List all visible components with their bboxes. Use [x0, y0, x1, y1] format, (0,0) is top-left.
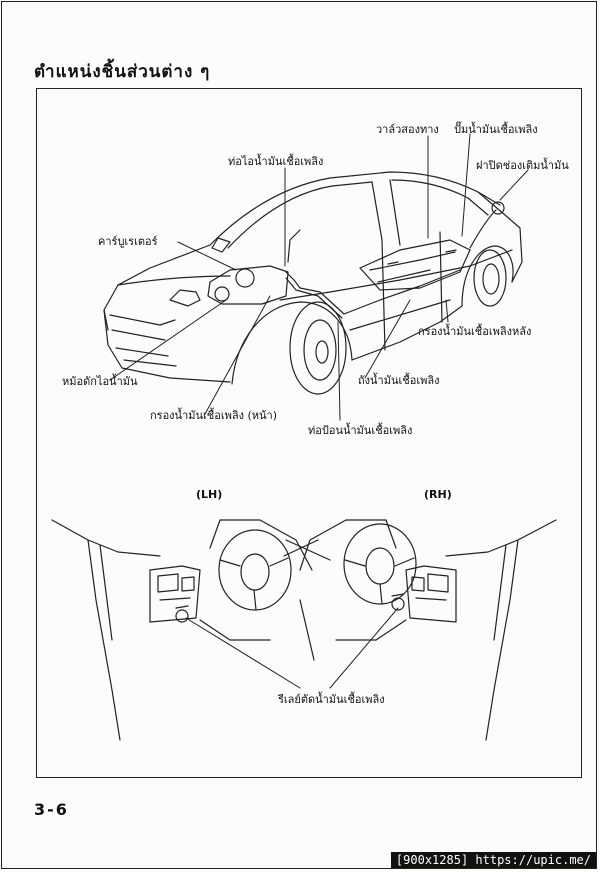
label-fuel-filler-cap: ฝาปิดช่องเติมน้ำมัน [476, 159, 569, 172]
dash-leader-lines [185, 607, 399, 689]
label-fuel-pump: ปั๊มน้ำมันเชื้อเพลิง [454, 123, 538, 136]
label-two-way-valve: วาล์วสองทาง [376, 123, 439, 136]
car-leader-lines [109, 133, 529, 421]
lh-dashboard-drawing [51, 519, 331, 741]
label-rear-fuel-filter: กรองน้ำมันเชื้อเพลิงหลัง [418, 325, 532, 338]
diagram-frame [36, 88, 582, 778]
page-number: 3-6 [34, 800, 69, 819]
label-fuel-tank: ถังน้ำมันเชื้อเพลิง [358, 374, 440, 387]
label-charcoal-canister: หม้อดักไอน้ำมัน [62, 375, 138, 388]
label-fuel-cut-relay: รีเลย์ตัดน้ำมันเชื้อเพลิง [278, 693, 385, 706]
page-title: ตำแหน่งชิ้นส่วนต่าง ๆ [34, 62, 211, 82]
label-front-fuel-filter: กรองน้ำมันเชื้อเพลิง (หน้า) [150, 409, 277, 422]
rh-dashboard-drawing [283, 519, 557, 741]
car-drawing [103, 171, 523, 395]
label-rh: (RH) [424, 488, 452, 501]
label-fuel-vapor-pipe: ท่อไอน้ำมันเชื้อเพลิง [228, 155, 324, 168]
watermark: [900x1285] https://upic.me/ [390, 852, 596, 868]
label-lh: (LH) [196, 488, 223, 501]
label-carburetor: คาร์บูเรเตอร์ [98, 235, 158, 248]
label-fuel-feed-pipe: ท่อป้อนน้ำมันเชื้อเพลิง [308, 424, 413, 437]
